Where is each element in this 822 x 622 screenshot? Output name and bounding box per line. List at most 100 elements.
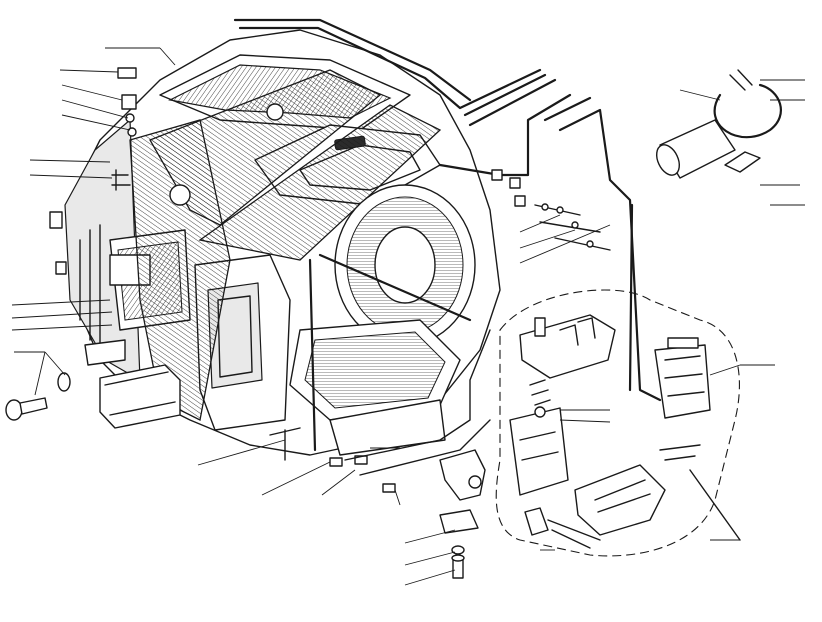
lower-left-bracket xyxy=(84,339,126,366)
leader-22 xyxy=(519,224,611,264)
gland-wires xyxy=(547,519,601,549)
cable-right-2 xyxy=(543,96,662,402)
upper-terminal-pins xyxy=(559,317,596,346)
knob-washer xyxy=(57,372,71,392)
nut-2 xyxy=(556,206,564,214)
right-connector-block xyxy=(654,344,711,419)
insulator-block xyxy=(439,449,486,501)
leader-7 xyxy=(29,174,113,179)
clamp-and-sleeve-group xyxy=(655,69,782,179)
small-lug xyxy=(382,483,396,493)
middle-terminal-stud xyxy=(534,406,546,418)
loose-hardware xyxy=(5,372,486,579)
leader-25 xyxy=(709,364,741,376)
leader-10 xyxy=(11,324,113,331)
leader-13 xyxy=(261,461,331,496)
right-connector-ridges xyxy=(664,355,705,397)
washer-2 xyxy=(127,127,137,137)
bracket-top-1 xyxy=(117,67,137,79)
leader-19 xyxy=(404,569,456,586)
top-bolt-head xyxy=(266,103,284,121)
cable-right-1 xyxy=(438,93,572,177)
cable-lower-2 xyxy=(359,419,491,476)
leader-3 xyxy=(61,84,123,101)
hose-clamp-band xyxy=(713,83,782,139)
leader-24 xyxy=(559,419,611,423)
washer-1 xyxy=(125,113,135,123)
right-connector-cap xyxy=(667,337,699,349)
side-bolt-group xyxy=(111,169,131,191)
lower-terminal-block xyxy=(574,464,666,536)
hose-clamp-ear xyxy=(729,69,753,91)
inner-lead-vertical xyxy=(308,258,317,452)
leader-6 xyxy=(29,159,111,163)
leader-2 xyxy=(59,69,119,73)
left-band-winding xyxy=(129,119,231,421)
leader-17 xyxy=(404,529,456,544)
side-clip-2 xyxy=(55,261,67,275)
leader-21 xyxy=(519,229,576,249)
leader-18 xyxy=(404,551,456,566)
leader-16 xyxy=(394,489,401,506)
nut-4 xyxy=(586,240,594,248)
upper-terminal-stud xyxy=(534,317,546,337)
saddle-bracket xyxy=(724,151,761,173)
bolt-head xyxy=(451,554,465,562)
bolt-body xyxy=(452,559,464,579)
leader-11b xyxy=(44,351,66,376)
cable-top-2 xyxy=(238,26,542,110)
middle-terminal-block xyxy=(509,407,569,496)
leader-12 xyxy=(197,439,286,466)
cable-top-1 xyxy=(233,18,472,102)
terminal-group-boundary xyxy=(495,289,740,557)
leader-9 xyxy=(11,311,113,319)
bracket-top-2 xyxy=(121,94,137,110)
cable-top-4 xyxy=(468,78,557,127)
lower-frame-rim xyxy=(329,399,446,456)
mounting-foot xyxy=(99,364,181,429)
cable-lower xyxy=(344,329,491,461)
leader-1b xyxy=(159,47,176,66)
lower-coil-winding xyxy=(304,331,446,409)
cable-right-3 xyxy=(628,203,634,392)
insulator-hole xyxy=(468,475,482,489)
nut-3 xyxy=(571,221,579,229)
middle-washers xyxy=(529,379,551,406)
lower-terminal-lugs xyxy=(269,427,301,461)
leader-8 xyxy=(11,299,111,306)
leader-14 xyxy=(321,469,356,496)
knob-shank xyxy=(19,397,48,415)
cable-lug-1 xyxy=(491,169,503,181)
mounting-foot-edges xyxy=(104,371,176,416)
leader-4 xyxy=(61,99,129,119)
front-pole-window-inner xyxy=(217,295,253,378)
stator-assembly xyxy=(49,29,501,467)
nut-1 xyxy=(541,203,549,211)
cable-top-3 xyxy=(463,73,547,117)
cable-lug-3 xyxy=(514,195,526,207)
upper-terminal-block xyxy=(519,314,616,379)
leader-20 xyxy=(519,214,561,233)
leader-11c xyxy=(34,351,46,396)
lifting-eye xyxy=(169,184,191,206)
end-shield-ribs xyxy=(79,224,101,346)
leader-5 xyxy=(61,114,131,131)
connector-wire xyxy=(689,469,741,541)
fixing-screws xyxy=(659,444,701,461)
inner-lead-diagonal xyxy=(318,253,472,322)
callout-leaders xyxy=(11,47,805,586)
middle-terminal-ridges xyxy=(519,431,559,461)
leader-29 xyxy=(679,89,721,101)
cable-gland xyxy=(524,507,549,536)
lug-a xyxy=(329,457,343,467)
right-field-coil-core xyxy=(374,226,436,304)
washer xyxy=(451,545,465,555)
terminal-box-group xyxy=(495,289,741,557)
lower-terminal-ridges xyxy=(594,479,651,513)
wire-clip xyxy=(439,509,479,534)
cable-lug-2 xyxy=(509,177,521,189)
sleeve-end xyxy=(655,144,681,176)
side-clip xyxy=(49,211,63,229)
